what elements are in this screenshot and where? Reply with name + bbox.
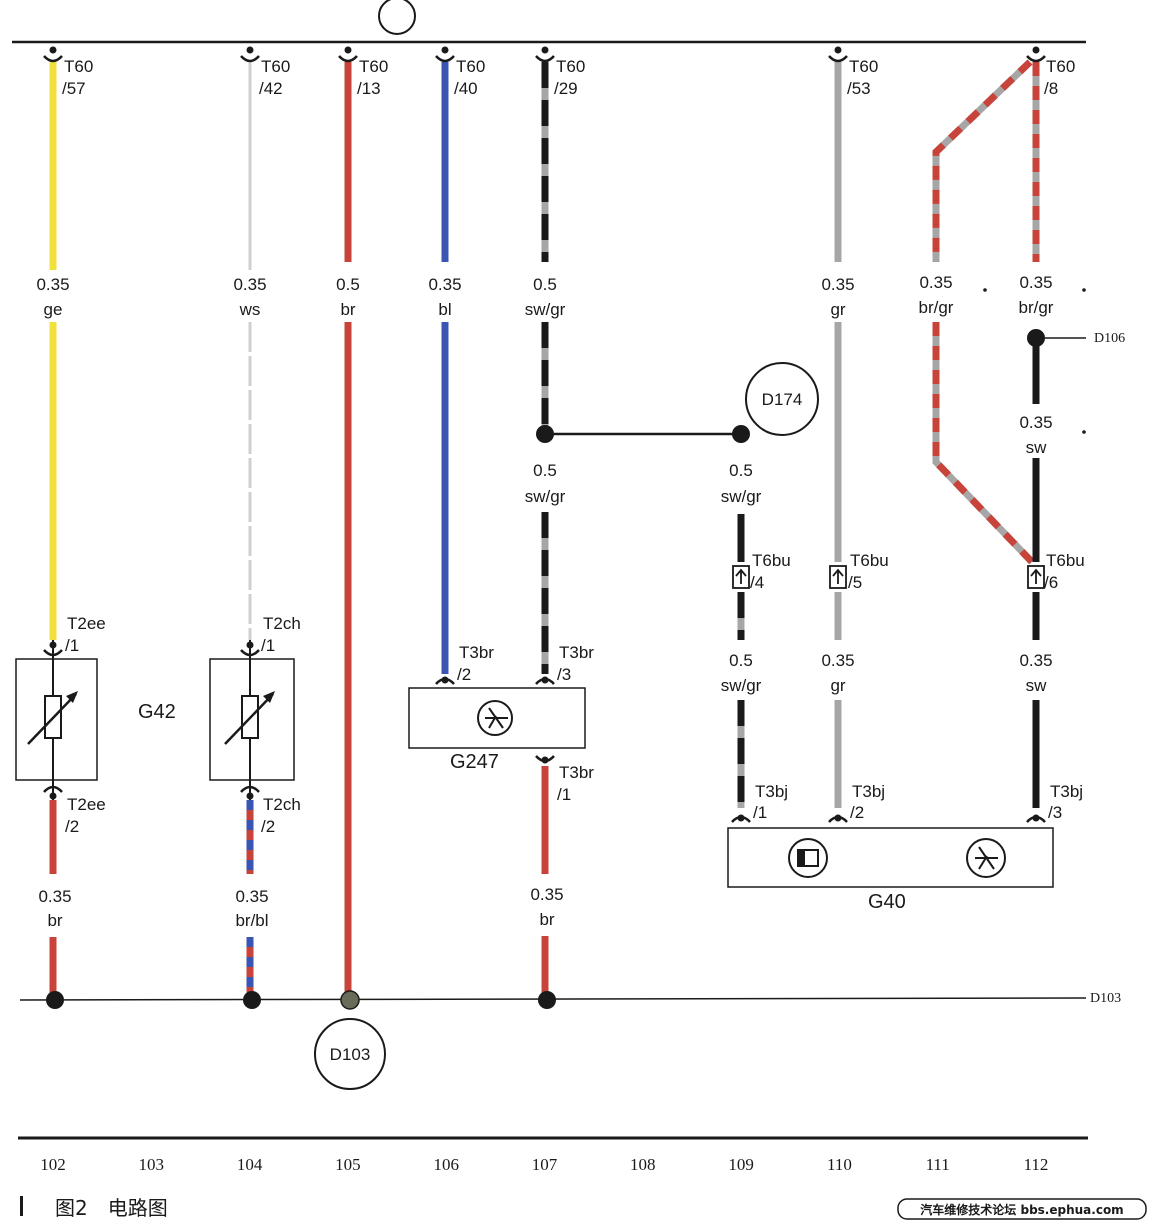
column-number-111: 111 xyxy=(926,1155,950,1174)
connector-104: T60/42 xyxy=(259,57,290,98)
column-number-109: 109 xyxy=(728,1155,754,1174)
connector-105: T60/13 xyxy=(357,57,388,98)
junction-dots xyxy=(46,329,1045,1010)
connector-112: T60/8 xyxy=(1044,57,1075,98)
pin-107-bot: T3br/1 xyxy=(557,763,594,804)
pin-102-bot: T2ee/2 xyxy=(65,795,106,836)
circuit-111 xyxy=(932,59,1035,565)
caption-bar xyxy=(20,1196,23,1216)
column-number-107: 107 xyxy=(532,1155,558,1174)
column-number-105: 105 xyxy=(335,1155,361,1174)
bus-connector-cups xyxy=(43,55,1046,63)
pin-110-g40: T3bj/2 xyxy=(850,782,885,822)
pin-109-g40: T3bj/1 xyxy=(753,782,788,822)
d174-junction-label: D174 xyxy=(745,362,819,436)
t6bu-connectors xyxy=(732,565,1045,589)
pin-112-g40: T3bj/3 xyxy=(1048,782,1083,822)
column-number-110: 110 xyxy=(827,1155,852,1174)
svg-text:D174: D174 xyxy=(762,390,803,409)
pin-110-t6: T6bu/5 xyxy=(848,551,889,592)
pin-112-t6: T6bu/6 xyxy=(1044,551,1085,592)
figure-caption: 图2 电路图 xyxy=(55,1196,168,1220)
pin-109-t6: T6bu/4 xyxy=(750,551,791,592)
column-numbers: 102 103 104 105 106 107 108 109 110 111 112 xyxy=(40,1155,1048,1174)
d106-line-label: D106 xyxy=(1094,331,1125,346)
pin-102-top: T2ee/1 xyxy=(65,614,106,655)
pin-104-top: T2ch/1 xyxy=(261,614,301,655)
column-number-102: 102 xyxy=(40,1155,66,1174)
watermark-text: 汽车维修技术论坛 bbs.ephua.com xyxy=(920,1202,1123,1217)
sensor-g42-right xyxy=(209,640,295,800)
sensor-g40 xyxy=(727,814,1054,888)
watermark-box xyxy=(897,1198,1147,1220)
connector-110: T60/53 xyxy=(847,57,878,98)
d103-line-label: D103 xyxy=(1090,991,1121,1006)
t6bu-arrows xyxy=(735,568,1042,584)
column-number-106: 106 xyxy=(433,1155,459,1174)
column-number-103: 103 xyxy=(139,1155,165,1174)
pin-106-top: T3br/2 xyxy=(457,643,494,684)
connector-106: T60/40 xyxy=(454,57,485,98)
stray-dots xyxy=(983,288,1086,434)
connector-102: T60/57 xyxy=(62,57,93,98)
column-number-112: 112 xyxy=(1024,1155,1049,1174)
sensor-g42-left xyxy=(15,640,98,800)
component-g40-label: G40 xyxy=(868,891,906,913)
sensor-g247 xyxy=(408,676,586,764)
svg-text:D103: D103 xyxy=(330,1045,371,1064)
pin-107-top: T3br/3 xyxy=(557,643,594,684)
pin-104-bot: T2ch/2 xyxy=(261,795,301,836)
top-sensor-symbol xyxy=(378,0,416,35)
component-g42-label: G42 xyxy=(138,701,176,723)
column-number-104: 104 xyxy=(237,1155,263,1174)
d103-ground-label: D103 xyxy=(314,1018,386,1090)
component-g247-label: G247 xyxy=(450,751,499,773)
connector-107: T60/29 xyxy=(554,57,585,98)
column-number-108: 108 xyxy=(630,1155,656,1174)
